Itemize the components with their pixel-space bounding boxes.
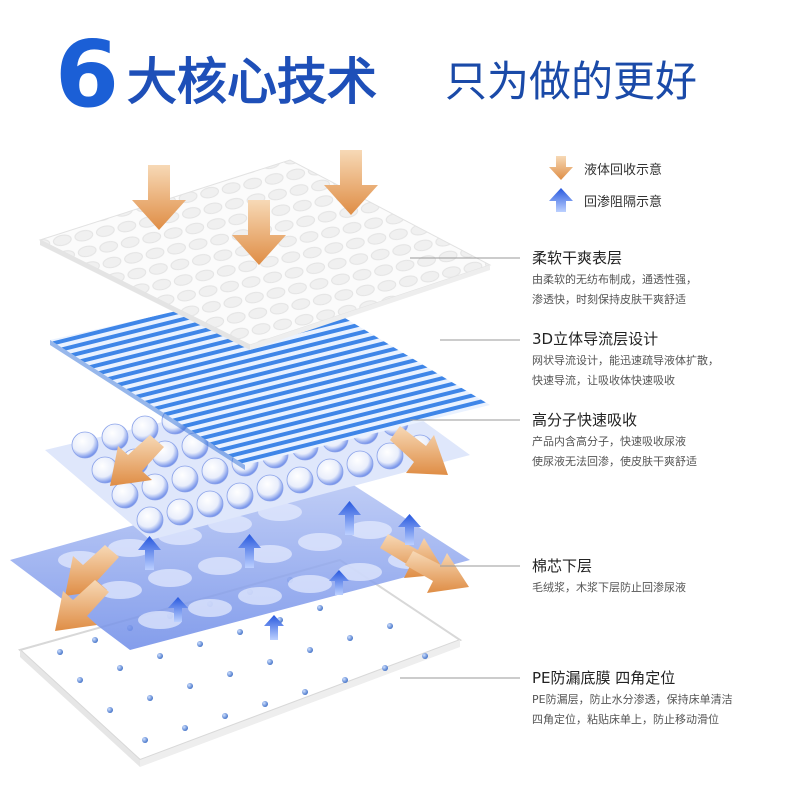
layer-label-diversion: 3D立体导流层设计 网状导流设计，能迅速疏导液体扩散， 快速导流，让吸收体快速吸…	[532, 329, 719, 389]
layer-title: 3D立体导流层设计	[532, 329, 719, 349]
layer-desc-line: 由柔软的无纺布制成，通透性强，	[532, 271, 697, 288]
legend-block-label: 回渗阻隔示意	[584, 191, 662, 210]
layer-title: 柔软干爽表层	[532, 248, 697, 268]
layer-title: 高分子快速吸收	[532, 410, 697, 430]
legend-block: 回渗阻隔示意	[548, 188, 662, 212]
legend-absorb: 液体回收示意	[548, 156, 662, 180]
layer-label-pe-film: PE防漏底膜 四角定位 PE防漏层，防止水分渗透，保持床单清洁 四角定位，粘贴床…	[532, 668, 733, 728]
layer-title: 棉芯下层	[532, 556, 686, 576]
headline-number: 6	[55, 30, 117, 120]
arrow-up-icon	[548, 188, 574, 212]
arrow-down-icon	[548, 156, 574, 180]
layer-desc-line: 四角定位，粘贴床单上，防止移动滑位	[532, 711, 733, 728]
layer-desc-line: 网状导流设计，能迅速疏导液体扩散，	[532, 352, 719, 369]
layer-desc-line: PE防漏层，防止水分渗透，保持床单清洁	[532, 691, 733, 708]
layer-desc-line: 快速导流，让吸收体快速吸收	[532, 372, 719, 389]
layer-label-cotton-core: 棉芯下层 毛绒浆，木浆下层防止回渗尿液	[532, 556, 686, 596]
headline-subtitle: 只为做的更好	[445, 54, 697, 110]
layer-desc-line: 使尿液无法回渗，使皮肤干爽舒适	[532, 453, 697, 470]
layer-label-top-sheet: 柔软干爽表层 由柔软的无纺布制成，通透性强， 渗透快，时刻保持皮肤干爽舒适	[532, 248, 697, 308]
layer-label-polymer: 高分子快速吸收 产品内含高分子，快速吸收尿液 使尿液无法回渗，使皮肤干爽舒适	[532, 410, 697, 470]
headline-title: 大核心技术	[127, 52, 377, 112]
layer-desc-line: 渗透快，时刻保持皮肤干爽舒适	[532, 291, 697, 308]
legend-absorb-label: 液体回收示意	[584, 159, 662, 178]
layer-desc-line: 产品内含高分子，快速吸收尿液	[532, 433, 697, 450]
layer-desc-line: 毛绒浆，木浆下层防止回渗尿液	[532, 579, 686, 596]
layer-title: PE防漏底膜 四角定位	[532, 668, 733, 688]
